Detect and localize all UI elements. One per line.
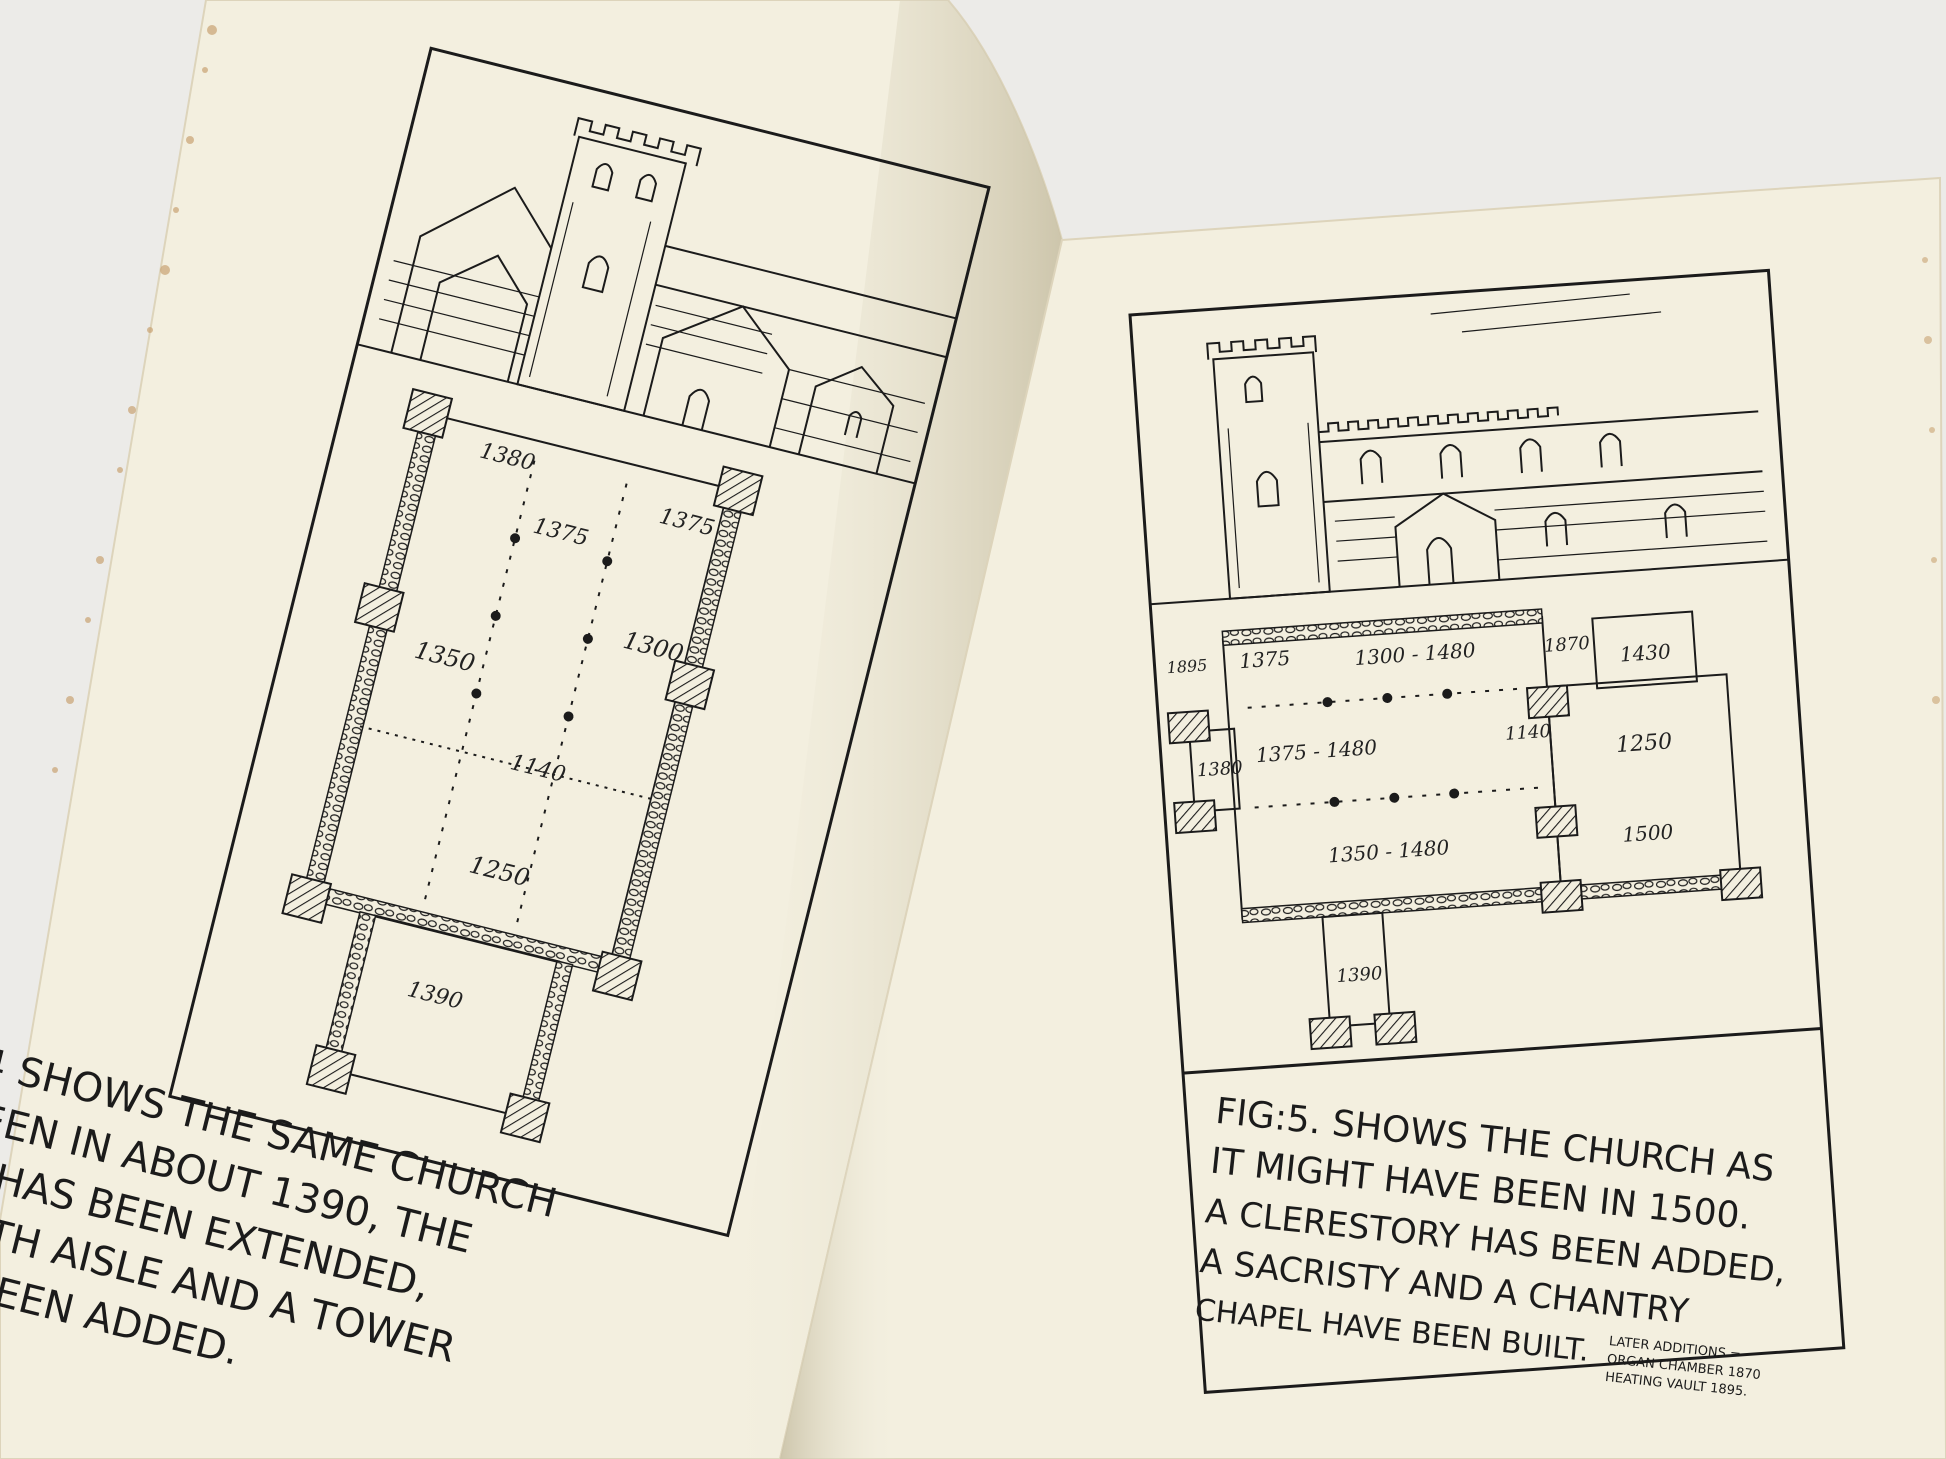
fig5-plan-label: 1140 [1504,721,1551,745]
fig5-plan-label: 1430 [1619,639,1672,667]
fig5-church-sketch [1150,293,1789,606]
fig4-floor-plan: 1375 1380 1375 1300 1140 1250 1350 1390 [281,387,764,1144]
fig5-plan-label: 1895 [1166,655,1208,677]
foxing-stains [52,25,217,773]
fig5-plan-label: 1380 [1196,757,1243,781]
fig5-floor-plan: 1895 1375 1300 - 1480 1870 1430 1380 137… [1166,608,1764,1051]
fig4-church-sketch [357,116,957,485]
left-page-gutter-shade [720,0,1062,1459]
fig5-plan-label: 1250 [1615,729,1673,758]
fig5-plan-label: 1500 [1622,819,1675,847]
fig5-plan-label: 1375 [1239,646,1291,673]
fig5-plan-label: 1390 [1336,963,1383,987]
right-page-gutter-shade [780,226,1250,1459]
fig5-plan-label: 1870 [1543,633,1590,657]
